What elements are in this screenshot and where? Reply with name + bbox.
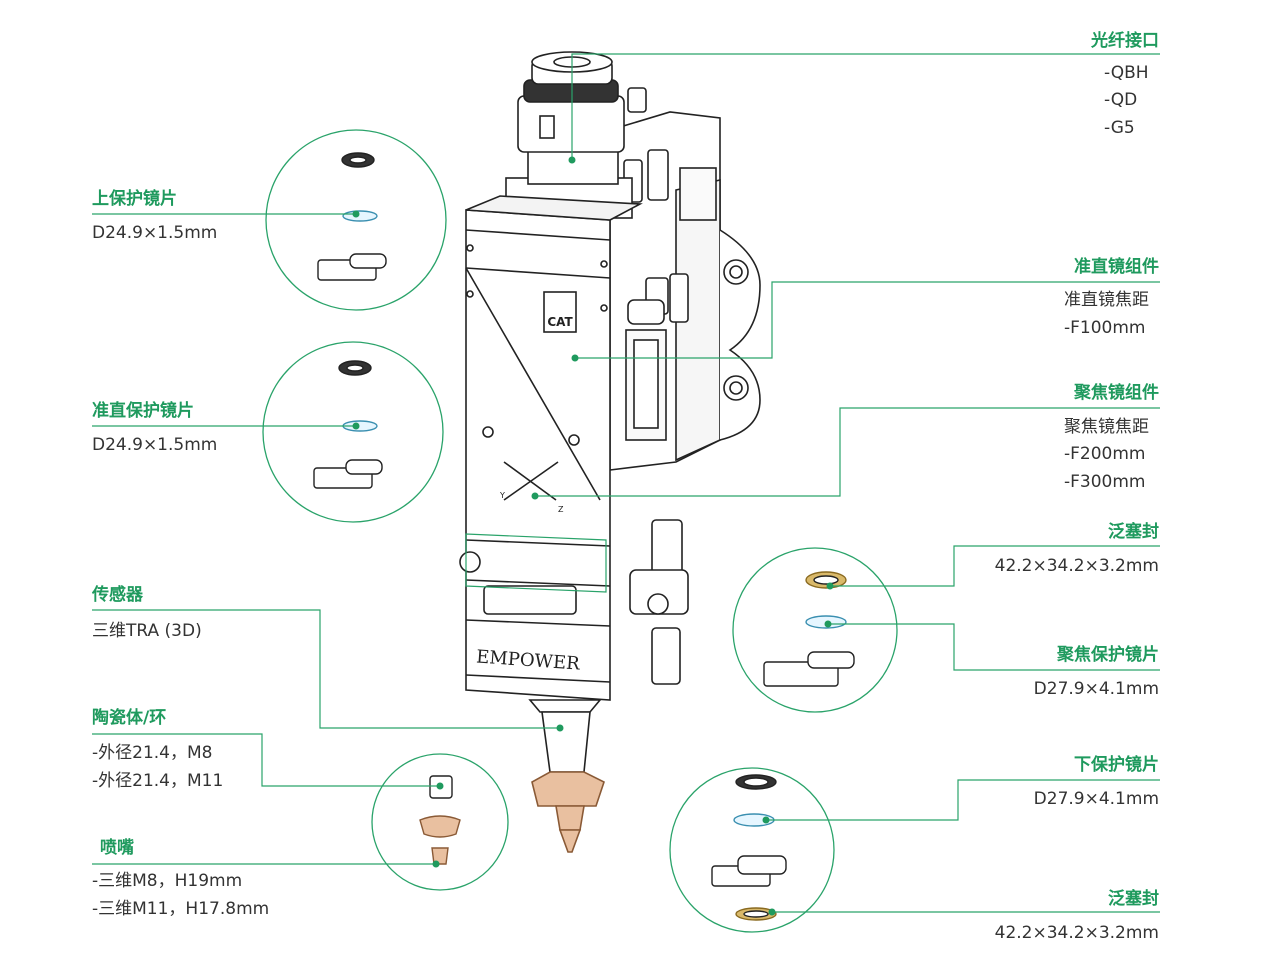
seal1-spec: 42.2×34.2×3.2mm [994, 556, 1159, 576]
fiber-spec-3: -G5 [1104, 118, 1135, 138]
focus-spec-2: -F200mm [1064, 444, 1146, 464]
focus-spec-1: 聚焦镜焦距 [1064, 417, 1149, 437]
fiber-connector [505, 51, 633, 219]
axis-z-label: Z [558, 505, 564, 514]
collim-protect-spec: D24.9×1.5mm [92, 435, 218, 455]
focus-protect-spec: D27.9×4.1mm [1033, 679, 1159, 699]
leader-dots [352, 156, 834, 916]
main-block [459, 195, 643, 701]
detail-circle-collim-protect [262, 341, 444, 523]
detail-circle-upper-protect [265, 129, 447, 311]
upper-protect-spec: D24.9×1.5mm [92, 223, 218, 243]
nozzle-spec-1: -三维M8，H19mm [92, 871, 243, 891]
fiber-title: 光纤接口 [1091, 31, 1159, 51]
laser-cutting-head [459, 51, 761, 853]
collimator-title: 准直镜组件 [1074, 257, 1159, 277]
ceramic-spec-2: -外径21.4，M11 [92, 771, 224, 791]
leader-lines [92, 53, 1160, 913]
nozzle-title: 喷嘴 [100, 838, 134, 858]
focus-title: 聚焦镜组件 [1074, 383, 1159, 403]
lower-protect-title: 下保护镜片 [1074, 755, 1159, 775]
lower-protect-parts [711, 774, 787, 921]
lower-protect-spec: D27.9×4.1mm [1033, 789, 1159, 809]
collim-protect-title: 准直保护镜片 [92, 401, 194, 421]
sensor-title: 传感器 [92, 585, 143, 605]
seal2-title: 泛塞封 [1108, 889, 1159, 909]
seal2-spec: 42.2×34.2×3.2mm [994, 923, 1159, 943]
upper-protect-parts [317, 152, 387, 281]
collimator-spec-2: -F100mm [1064, 318, 1146, 338]
nozzle-spec-2: -三维M11，H17.8mm [92, 899, 270, 919]
detail-circle-lower-protect [669, 767, 835, 933]
upper-protect-title: 上保护镜片 [92, 189, 177, 209]
fiber-spec-2: -QD [1104, 90, 1138, 110]
detail-circle-focus-protect [732, 547, 898, 713]
ceramic-spec-1: -外径21.4，M8 [92, 743, 213, 763]
collimator-spec-1: 准直镜焦距 [1064, 290, 1149, 310]
ceramic-title: 陶瓷体/环 [92, 708, 167, 728]
focus-protect-parts [763, 571, 855, 687]
nozzle-assembly [528, 699, 605, 853]
collim-protect-parts [313, 360, 383, 489]
sensor-spec: 三维TRA (3D) [92, 621, 202, 641]
fiber-spec-1: -QBH [1104, 63, 1149, 83]
focus-protect-title: 聚焦保护镜片 [1057, 645, 1159, 665]
detail-circle-ceramic [371, 753, 509, 891]
focus-spec-3: -F300mm [1064, 472, 1146, 492]
logo-mark: CAT [547, 315, 573, 329]
air-fittings [623, 87, 689, 685]
seal1-title: 泛塞封 [1108, 522, 1159, 542]
axis-y-label: Y [499, 491, 505, 500]
